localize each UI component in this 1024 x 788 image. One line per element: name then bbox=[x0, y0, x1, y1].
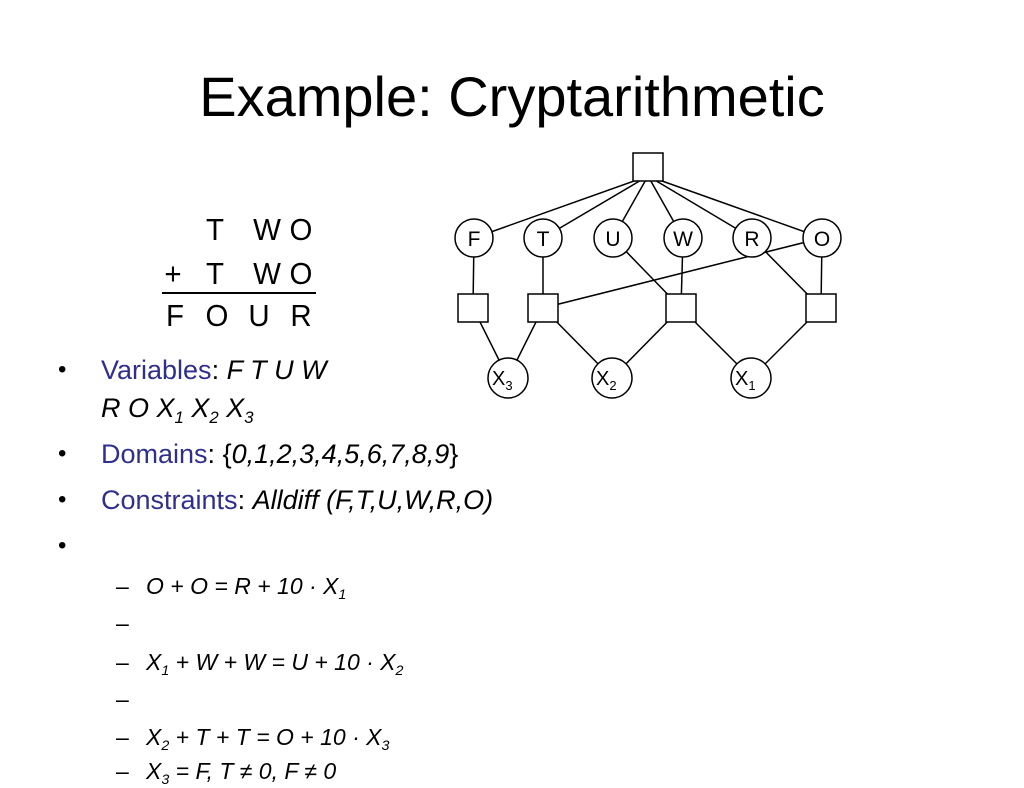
carry-node bbox=[730, 357, 772, 399]
variable-node bbox=[593, 218, 633, 258]
variable-node bbox=[802, 218, 842, 258]
domains-label: Domains bbox=[101, 439, 208, 469]
edge bbox=[542, 237, 823, 309]
node-label: W bbox=[673, 228, 693, 251]
node-label: O bbox=[814, 228, 830, 251]
variables-label: Variables bbox=[101, 355, 212, 385]
variables-line1: F T U W bbox=[226, 355, 327, 385]
puzzle-letter: W bbox=[253, 212, 281, 247]
plus-sign: + bbox=[164, 256, 182, 291]
domains-value: 0,1,2,3,4,5,6,7,8,9 bbox=[231, 439, 450, 469]
variable-nodes bbox=[454, 218, 842, 399]
puzzle-letter: F bbox=[166, 298, 184, 333]
constraint-square bbox=[805, 293, 837, 323]
constraint-eq-1: O + O = R + 10 · X1 bbox=[146, 573, 347, 603]
variable-node bbox=[732, 218, 772, 258]
node-label: F bbox=[468, 228, 481, 251]
constraint-squares bbox=[457, 152, 837, 323]
puzzle-letter: T bbox=[206, 212, 224, 247]
constraint-square bbox=[527, 293, 559, 323]
edge bbox=[647, 175, 753, 239]
cryptarithm-puzzle: T W O + T W O F O U R bbox=[160, 212, 320, 333]
alldiff-constraint-square bbox=[632, 152, 664, 182]
bullet-dot: • bbox=[58, 486, 67, 513]
constraint-graph-svg: F T U W R O X3 X2 X1 bbox=[454, 152, 842, 399]
constraint-graph: F T U W R O X3 X2 X1 bbox=[440, 148, 860, 410]
constraints-value: Alldiff (F,T,U,W,R,O) bbox=[252, 485, 494, 515]
variable-node bbox=[454, 218, 494, 258]
puzzle-letter: R bbox=[290, 298, 312, 333]
puzzle-letter: U bbox=[248, 298, 270, 333]
puzzle-letter: O bbox=[289, 212, 313, 247]
carry-node bbox=[591, 357, 633, 399]
edge bbox=[542, 175, 649, 239]
node-label: R bbox=[744, 228, 759, 251]
variable-node bbox=[523, 218, 563, 258]
slide-title: Example: Cryptarithmetic bbox=[199, 65, 825, 128]
carry-node bbox=[487, 357, 529, 399]
puzzle-letter: O bbox=[289, 256, 313, 291]
constraint-square bbox=[665, 293, 697, 323]
node-labels: F T U W R O bbox=[468, 228, 831, 251]
edge bbox=[473, 175, 649, 239]
node-label: T bbox=[537, 228, 550, 251]
constraint-eq-4: X3 = F, T ≠ 0, F ≠ 0 bbox=[146, 758, 337, 788]
puzzle-letter: T bbox=[206, 256, 224, 291]
graph-edges bbox=[472, 175, 823, 379]
constraint-square bbox=[457, 293, 489, 323]
puzzle-letter: W bbox=[253, 256, 281, 291]
bullet-dot: • bbox=[58, 440, 67, 467]
constraint-eq-3: X2 + T + T = O + 10 · X3 bbox=[146, 724, 390, 754]
node-label: U bbox=[605, 228, 620, 251]
constraint-eq-2: X1 + W + W = U + 10 · X2 bbox=[146, 649, 404, 679]
sum-rule bbox=[162, 292, 316, 294]
variables-line2: R O X1 X2 X3 bbox=[101, 393, 254, 427]
constraints-label: Constraints bbox=[101, 485, 238, 515]
bullet-dot: • bbox=[58, 532, 67, 559]
variable-node bbox=[663, 218, 703, 258]
bullet-dot: • bbox=[58, 356, 67, 383]
puzzle-letter: O bbox=[205, 298, 229, 333]
edge bbox=[647, 175, 823, 239]
